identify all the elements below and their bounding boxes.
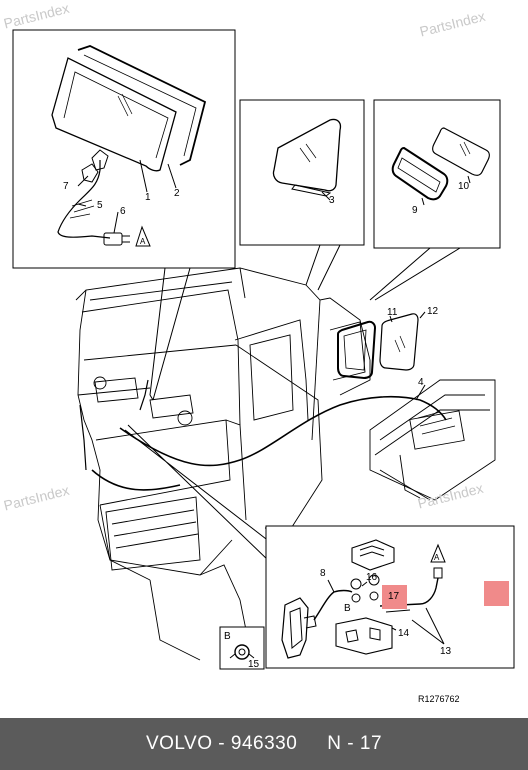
base-block bbox=[335, 617, 393, 655]
marker-a-top: A bbox=[140, 237, 146, 246]
mounting-bracket bbox=[281, 597, 309, 659]
windscreen-part-1 bbox=[51, 57, 177, 172]
part-label-6: 6 bbox=[120, 206, 126, 217]
part-label-2: 2 bbox=[174, 188, 180, 199]
marker-a-bottom: A bbox=[434, 553, 440, 562]
part-label-10: 10 bbox=[458, 181, 470, 192]
windscreen-seal-2 bbox=[77, 45, 207, 166]
highlight-marker bbox=[484, 581, 509, 606]
part-label-1: 1 bbox=[145, 192, 151, 203]
part-label-5: 5 bbox=[97, 200, 103, 211]
window-seal-9 bbox=[391, 146, 449, 201]
warning-triangle-icon bbox=[135, 225, 151, 247]
part-label-11: 11 bbox=[387, 307, 398, 318]
part-label-16: 16 bbox=[366, 572, 378, 583]
part-label-9: 9 bbox=[412, 205, 418, 216]
part-label-3: 3 bbox=[329, 195, 335, 206]
part-label-14: 14 bbox=[398, 628, 410, 639]
sheet-code: R1276762 bbox=[418, 694, 460, 704]
part-label-7: 7 bbox=[63, 181, 69, 192]
footer-bar: VOLVO - 946330 N - 17 bbox=[0, 718, 528, 770]
side-window-part-3 bbox=[272, 118, 342, 192]
part-label-12: 12 bbox=[427, 306, 439, 317]
part-label-13: 13 bbox=[440, 646, 452, 657]
cab-window-11 bbox=[337, 320, 377, 380]
fuse-box-cover bbox=[351, 539, 395, 571]
footer-page: N - 17 bbox=[327, 733, 383, 754]
cab-window-12 bbox=[379, 313, 419, 371]
clip-box-15 bbox=[219, 626, 265, 670]
part-label-8: 8 bbox=[320, 568, 326, 579]
marker-b-main: B bbox=[344, 603, 351, 614]
highlight-part-17 bbox=[382, 585, 407, 609]
part-label-15: 15 bbox=[248, 659, 260, 670]
window-glass-10 bbox=[432, 127, 490, 176]
chassis-frame bbox=[369, 379, 496, 501]
warning-triangle-icon-2 bbox=[430, 543, 446, 563]
part-label-4: 4 bbox=[418, 377, 424, 388]
marker-b-inset: B bbox=[224, 631, 231, 642]
truck-cab-outline bbox=[75, 267, 371, 661]
cable-13 bbox=[379, 577, 439, 607]
wiring-harness bbox=[119, 395, 447, 467]
footer-brand-part: VOLVO - 946330 bbox=[145, 733, 298, 754]
sensor-cable-7 bbox=[57, 160, 111, 239]
part-label-17: 17 bbox=[388, 591, 400, 602]
